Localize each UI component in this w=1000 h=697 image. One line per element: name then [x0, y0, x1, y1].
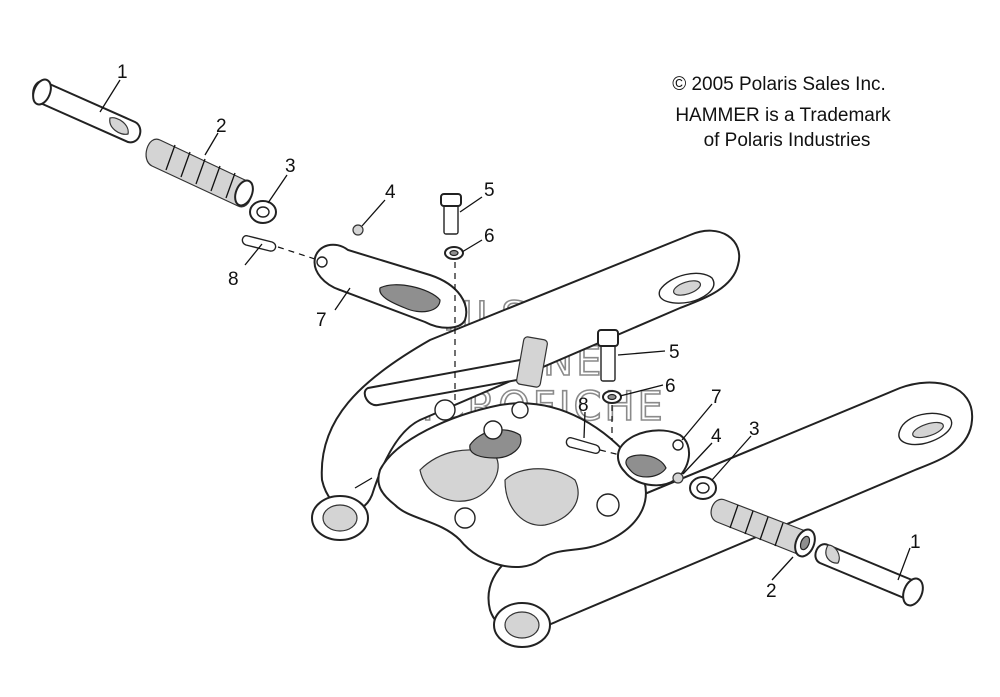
lower-arm-slot-hole [912, 421, 944, 439]
leader-lines [99, 79, 911, 581]
left-bolt [440, 193, 462, 235]
left-bracket-hole [316, 256, 328, 268]
boss-3 [511, 401, 529, 419]
right-pivot-bore [504, 611, 540, 639]
left-pivot-bore [322, 504, 358, 532]
arm-detail-line [354, 477, 373, 489]
copyright-line-3: of Polaris Industries [704, 130, 871, 151]
callout-left-6: 6 [484, 226, 495, 247]
callouts-right: 1 2 3 4 5 6 7 8 [578, 342, 921, 602]
left-pin [241, 235, 319, 261]
left-grip [145, 138, 254, 208]
left-footpeg [32, 78, 142, 144]
callout-right-8: 8 [578, 395, 589, 416]
left-bolt-head [440, 193, 462, 207]
right-flat-washer [602, 390, 622, 404]
right-footpeg [814, 543, 924, 607]
callout-right-1: 1 [910, 532, 921, 553]
callout-right-2: 2 [766, 581, 777, 602]
right-grip [710, 498, 816, 558]
callout-right-3: 3 [749, 419, 760, 440]
left-flat-washer [444, 246, 464, 260]
casting-web-1 [419, 449, 499, 502]
right-bracket [616, 429, 690, 487]
left-footpeg-slot [109, 117, 129, 135]
callout-left-7: 7 [316, 310, 327, 331]
copyright-line-1: © 2005 Polaris Sales Inc. [672, 74, 886, 95]
boss-2 [483, 420, 503, 440]
right-hardware [565, 329, 924, 607]
boss-4 [596, 493, 620, 517]
right-bolt [597, 329, 619, 382]
right-pin [565, 437, 621, 456]
left-bracket-pad [379, 284, 441, 313]
copyright-line-2: HAMMER is a Trademark [675, 105, 891, 126]
callout-right-6: 6 [665, 376, 676, 397]
casting-web-2 [504, 468, 579, 526]
left-bracket [313, 243, 468, 329]
callout-left-4: 4 [385, 182, 396, 203]
callout-right-7: 7 [711, 387, 722, 408]
boss-5 [454, 507, 476, 529]
right-washer [689, 476, 717, 500]
callout-left-8: 8 [228, 269, 239, 290]
center-mount-block [516, 336, 548, 388]
upper-arm-slot-hole [672, 280, 702, 296]
boss-1 [434, 399, 456, 421]
callouts-left: 1 2 3 4 5 6 7 8 [117, 62, 495, 331]
left-nut [352, 224, 364, 236]
left-grip-end [234, 179, 254, 207]
left-washer [249, 200, 277, 224]
right-nut [672, 472, 684, 484]
left-hardware [32, 78, 468, 400]
left-washer-hole [256, 206, 270, 218]
callout-left-1: 1 [117, 62, 128, 83]
callout-left-3: 3 [285, 156, 296, 177]
copyright-block: © 2005 Polaris Sales Inc. HAMMER is a Tr… [672, 74, 891, 151]
callout-left-2: 2 [216, 116, 227, 137]
callout-left-5: 5 [484, 180, 495, 201]
callout-right-5: 5 [669, 342, 680, 363]
callout-right-4: 4 [711, 426, 722, 447]
left-footpeg-head [32, 78, 52, 106]
